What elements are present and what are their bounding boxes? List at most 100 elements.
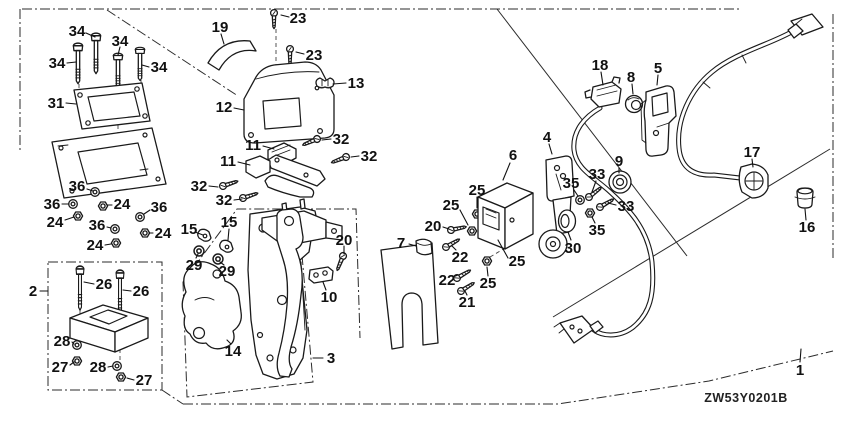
nut-24 — [139, 228, 151, 238]
spacer-block-group — [69, 265, 149, 382]
gasket-31-hole — [77, 92, 83, 98]
housing-cover-12 — [243, 61, 335, 144]
base-plate-window — [77, 142, 148, 185]
bracket-11-bar — [264, 174, 315, 198]
base-plate-hole — [155, 176, 161, 182]
washer-28 — [72, 340, 82, 350]
part-number-label: 36 — [151, 199, 168, 216]
callout-2: 2 — [29, 283, 49, 300]
connector-18 — [590, 81, 622, 108]
clamp-15-b — [219, 239, 234, 253]
part-number-label: 10 — [321, 289, 338, 306]
lever-arm — [276, 208, 304, 378]
part-number-label: 16 — [799, 219, 816, 236]
callout-23: 23 — [295, 47, 322, 64]
control-housing-group — [207, 8, 352, 203]
part-number-label: 27 — [52, 359, 69, 376]
part-number-label: 28 — [54, 333, 71, 350]
shift-arm-4-head — [545, 155, 575, 202]
template-plate-group — [380, 238, 439, 350]
callout-20: 20 — [425, 218, 450, 235]
part-number-label: 26 — [133, 283, 150, 300]
washer-36 — [110, 224, 120, 234]
callout-33: 33 — [607, 198, 635, 215]
part-number-label: 21 — [459, 294, 476, 311]
nut-25 — [481, 256, 493, 266]
template-plate — [380, 242, 439, 350]
callout-35: 35 — [589, 216, 605, 239]
callout-32: 32 — [350, 148, 377, 165]
part-number-label: 1 — [796, 362, 804, 379]
cable-clamp-10 — [308, 266, 334, 284]
screw-32-c — [218, 177, 240, 191]
diagram-code: ZW53Y0201B — [704, 391, 788, 405]
callout-29: 29 — [219, 261, 235, 280]
bolt-34-d — [134, 46, 146, 82]
callout-34: 34 — [112, 33, 129, 56]
part-number-label: 22 — [452, 249, 469, 266]
callout-18: 18 — [592, 57, 608, 86]
part-number-label: 34 — [49, 55, 66, 72]
part-number-label: 11 — [245, 137, 261, 154]
callout-4: 4 — [543, 129, 553, 155]
callout-1: 1 — [796, 348, 804, 379]
part-number-label: 3 — [327, 350, 335, 367]
screw-20-a — [333, 250, 349, 273]
callout-32: 32 — [216, 192, 243, 209]
part-number-label: 23 — [290, 10, 307, 27]
bolt-26-a — [75, 265, 85, 311]
callout-24: 24 — [106, 196, 131, 213]
nut-25 — [466, 226, 478, 236]
callout-25: 25 — [480, 266, 496, 292]
spacer-block-side — [114, 317, 149, 353]
mounting-bracket-group — [181, 198, 468, 380]
nut-24 — [110, 238, 122, 248]
callout-22: 22 — [451, 245, 469, 266]
callout-24: 24 — [148, 225, 172, 242]
part-number-label: 36 — [89, 217, 106, 234]
callout-24: 24 — [47, 214, 75, 231]
callout-20: 20 — [336, 232, 352, 255]
gasket-31-hole — [85, 120, 91, 126]
part-number-label: 28 — [90, 359, 107, 376]
part-number-label: 22 — [439, 272, 456, 289]
nut-27 — [71, 356, 83, 366]
callout-12: 12 — [216, 99, 245, 116]
part-number-label: 32 — [191, 178, 208, 195]
part-number-label: 5 — [654, 60, 662, 77]
callout-25: 25 — [469, 182, 486, 209]
part-number-label: 29 — [186, 257, 203, 274]
part-number-label: 25 — [469, 182, 486, 199]
boot-14 — [181, 261, 242, 350]
base-plate-hole — [142, 132, 148, 138]
callout-11: 11 — [220, 153, 251, 170]
callout-25: 25 — [443, 197, 469, 226]
nut-27 — [115, 372, 127, 382]
callout-28: 28 — [54, 333, 75, 350]
part-number-label: 33 — [618, 198, 635, 215]
callout-19: 19 — [212, 19, 228, 45]
callout-33: 33 — [589, 166, 605, 193]
part-number-label: 9 — [615, 153, 623, 170]
callout-31: 31 — [48, 95, 77, 112]
callout-11: 11 — [245, 137, 275, 154]
callout-3: 3 — [312, 350, 335, 367]
knob-8 — [624, 94, 644, 114]
part-number-label: 25 — [443, 197, 460, 214]
shift-arm-4-boss — [538, 229, 568, 259]
switch-housing-window — [482, 206, 500, 231]
washer-35-a — [575, 195, 585, 205]
part-number-label: 34 — [151, 59, 168, 76]
callout-22: 22 — [439, 272, 459, 289]
section-boundaries — [19, 8, 834, 405]
grommet-9 — [608, 170, 632, 194]
screw-32-d — [238, 189, 260, 203]
washer-36 — [135, 212, 145, 222]
callout-30: 30 — [565, 231, 581, 257]
callout-13: 13 — [332, 75, 364, 92]
gasket-31-hole — [142, 113, 148, 119]
part-number-label: 2 — [29, 283, 37, 300]
part-number-label: 34 — [69, 23, 86, 40]
